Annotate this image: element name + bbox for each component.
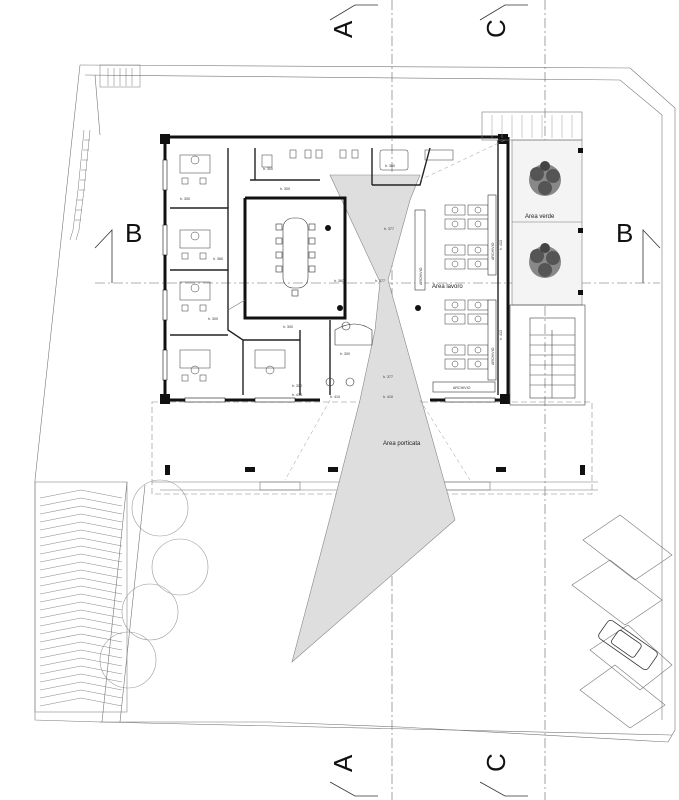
- ramp-chevron: [39, 665, 123, 675]
- windows: [162, 159, 496, 403]
- height-label: h. 360: [385, 164, 395, 168]
- area-lavoro-label: Area lavoro: [432, 284, 463, 290]
- exterior-stair-top: [99, 64, 141, 88]
- height-label: h. 300: [263, 167, 273, 171]
- height-label: h. 413: [499, 240, 503, 250]
- ramp-chevron: [39, 513, 123, 523]
- car-icon: [598, 619, 658, 671]
- height-label: h. 413: [499, 330, 503, 340]
- area-verde-label: Area verde: [525, 214, 555, 220]
- chair: [451, 346, 459, 354]
- ramp-chevron: [39, 593, 123, 603]
- chair: [451, 360, 459, 368]
- section-a-bottom: A: [328, 754, 358, 772]
- chair: [451, 206, 459, 214]
- chair: [474, 206, 482, 214]
- ramp-chevron: [39, 633, 123, 643]
- height-label: h. 300: [180, 197, 190, 201]
- parking-spaces: [571, 514, 673, 729]
- section-a-top: A: [328, 20, 358, 38]
- section-marker-brackets: [94, 4, 661, 797]
- height-label: h. 300: [208, 317, 218, 321]
- height-label: h. 360: [334, 279, 344, 283]
- exterior-stair-left: [69, 129, 91, 241]
- ramp-chevron: [39, 697, 123, 707]
- height-label: h. 377: [384, 227, 394, 231]
- chair: [474, 246, 482, 254]
- archivio-label: ARCHIVIO: [453, 386, 471, 390]
- ramp-chevron: [39, 585, 123, 595]
- chair: [474, 301, 482, 309]
- ramp-chevron: [39, 657, 123, 667]
- chair: [474, 260, 482, 268]
- section-b-right: B: [616, 218, 633, 248]
- archive-cabinets: [414, 194, 497, 393]
- ramp-chevron: [39, 601, 123, 611]
- chair: [474, 220, 482, 228]
- ramp-chevron: [39, 673, 123, 683]
- chair: [451, 301, 459, 309]
- chair: [474, 360, 482, 368]
- section-c-bottom: C: [481, 753, 511, 772]
- chair: [451, 246, 459, 254]
- ramp-chevrons: [34, 481, 128, 713]
- ramp-chevron: [39, 537, 123, 547]
- green-area: [481, 111, 583, 306]
- ramp-chevron: [39, 625, 123, 635]
- ramp-chevron: [39, 577, 123, 587]
- tree-icon: [529, 161, 561, 196]
- ramp-chevron: [39, 545, 123, 555]
- ramp-chevron: [39, 649, 123, 659]
- height-label: h. 410: [330, 395, 340, 399]
- chair: [451, 315, 459, 323]
- ramp-chevron: [39, 497, 123, 507]
- height-label: h. 300: [283, 325, 293, 329]
- ramp-chevron: [39, 681, 123, 691]
- ramp-chevron: [39, 553, 123, 563]
- ramp-chevron: [39, 489, 123, 499]
- interior-stair: [509, 304, 586, 406]
- ramp-chevron: [39, 617, 123, 627]
- office-furniture-left: [179, 154, 286, 382]
- ramp-chevron: [39, 505, 123, 515]
- height-label: h. 377: [383, 375, 393, 379]
- archivio-label: ARCHIVIO: [491, 347, 495, 365]
- meeting-table: [275, 217, 316, 297]
- height-label: h. 410: [383, 395, 393, 399]
- garden-lines: [101, 481, 146, 723]
- area-porticata-label: Area porticata: [383, 441, 421, 447]
- archivio-label: ARCHIVIO: [419, 267, 423, 285]
- height-label: h. 360: [213, 257, 223, 261]
- site-boundary: [34, 64, 676, 743]
- chair: [474, 346, 482, 354]
- ramp-chevron: [39, 529, 123, 539]
- archivio-label: ARCHIVIO: [491, 242, 495, 260]
- height-label: h. 300: [340, 352, 350, 356]
- height-label: h. 300: [280, 187, 290, 191]
- section-c-top: C: [481, 19, 511, 38]
- bathroom-fixtures: [261, 149, 454, 171]
- height-label: h. 413: [292, 393, 302, 397]
- ramp-chevron: [39, 689, 123, 699]
- tree-circles: [99, 479, 209, 689]
- tree-icon: [529, 243, 561, 278]
- ramp-chevron: [39, 609, 123, 619]
- height-label: h. 377: [375, 279, 385, 283]
- reception-desk: [325, 321, 373, 387]
- entrance-path: [291, 174, 456, 663]
- ramp-chevron: [39, 561, 123, 571]
- chair: [451, 220, 459, 228]
- chair: [474, 315, 482, 323]
- section-b-left: B: [125, 218, 142, 248]
- work-desks: [444, 204, 489, 370]
- ramp-chevron: [39, 641, 123, 651]
- height-label: h. 300: [292, 384, 302, 388]
- porch-diagonals: [284, 139, 506, 481]
- chair: [451, 260, 459, 268]
- ramp-chevron: [39, 569, 123, 579]
- ramp-chevron: [39, 521, 123, 531]
